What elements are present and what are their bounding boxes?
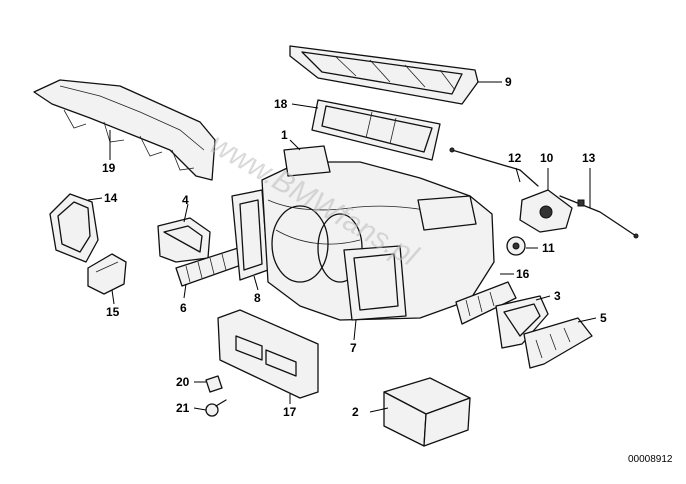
part-15-bracket[interactable] (87, 253, 127, 295)
callout-16: 16 (516, 267, 530, 281)
callout-5: 5 (600, 311, 607, 325)
leader-lines (87, 81, 597, 413)
callout-9: 9 (505, 75, 512, 89)
part-11-gear[interactable] (506, 236, 526, 256)
callout-4: 4 (182, 193, 189, 207)
part-16-grille[interactable] (455, 281, 517, 325)
part-19-duct[interactable] (33, 79, 216, 181)
callout-19: 19 (102, 161, 116, 175)
part-4-duct[interactable] (157, 217, 211, 263)
part-21-screw[interactable] (205, 399, 227, 417)
part-12-cable[interactable] (449, 147, 539, 187)
callout-10: 10 (540, 151, 554, 165)
callout-2: 2 (352, 405, 359, 419)
callout-8: 8 (254, 291, 261, 305)
callout-3: 3 (554, 289, 561, 303)
callout-15: 15 (106, 305, 120, 319)
callout-14: 14 (104, 191, 118, 205)
callout-1: 1 (281, 128, 288, 142)
part-2-box[interactable] (383, 377, 471, 447)
part-3-duct[interactable] (495, 295, 549, 349)
callout-21: 21 (176, 401, 190, 415)
reference-number: 00008912 (628, 454, 673, 465)
part-18-filter[interactable] (311, 99, 441, 161)
callout-6: 6 (180, 301, 187, 315)
heater-housing[interactable] (261, 145, 495, 321)
callout-12: 12 (508, 151, 522, 165)
callout-18: 18 (274, 97, 288, 111)
part-9-filter-frame[interactable] (289, 45, 479, 105)
part-17-cover[interactable] (217, 309, 319, 399)
part-13-cable[interactable] (559, 195, 639, 239)
part-20-clip[interactable] (205, 375, 223, 393)
callout-7: 7 (350, 341, 357, 355)
part-14-bracket[interactable] (49, 193, 99, 263)
part-5-hose[interactable] (523, 317, 593, 369)
callout-20: 20 (176, 375, 190, 389)
callout-17: 17 (283, 405, 297, 419)
callout-13: 13 (582, 151, 596, 165)
callout-11: 11 (542, 241, 555, 255)
part-10-actuator[interactable] (519, 189, 573, 233)
